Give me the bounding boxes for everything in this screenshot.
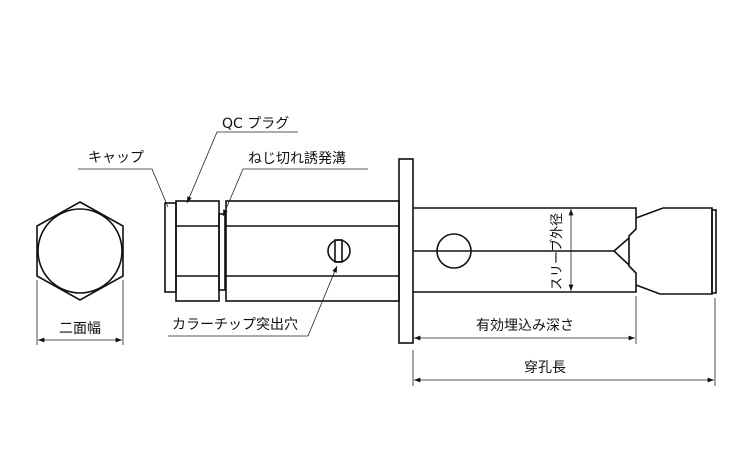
bolt-body [225, 200, 400, 302]
thread-groove-label: ねじ切れ誘発溝 [248, 151, 346, 167]
thread-groove [218, 213, 226, 291]
flange [398, 158, 414, 344]
width-across-flats-label: 二面幅 [59, 321, 101, 337]
hex-end-view: 二面幅 [36, 201, 124, 345]
qc-plug [175, 200, 220, 302]
drill-hole-length-label: 穿孔長 [524, 360, 566, 376]
sleeve-outer-diameter-label: スリーブ外径 [549, 213, 565, 290]
leader-color-chip: カラーチップ突出穴 [168, 265, 338, 337]
cap-label: キャップ [88, 150, 144, 166]
embedment-depth-label: 有効埋込み深さ [476, 318, 574, 334]
cap [164, 202, 177, 293]
sleeve [413, 207, 717, 295]
leader-cap: キャップ [78, 150, 169, 208]
color-chip-hole-label: カラーチップ突出穴 [172, 317, 298, 333]
leader-qc-plug: QC プラグ [186, 116, 298, 204]
color-chip-hole [327, 239, 351, 263]
leader-thread-groove: ねじ切れ誘発溝 [222, 151, 368, 217]
qc-plug-label: QC プラグ [222, 116, 289, 132]
